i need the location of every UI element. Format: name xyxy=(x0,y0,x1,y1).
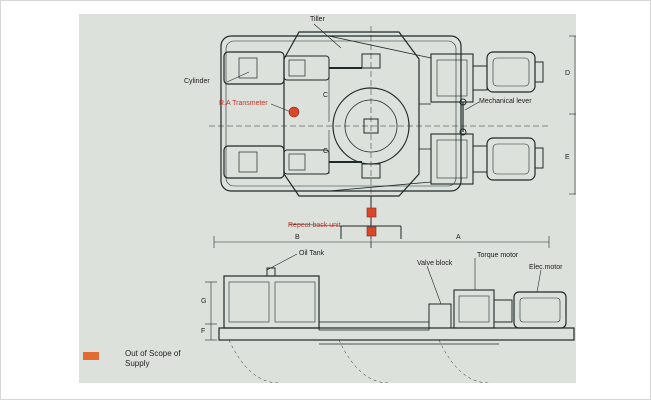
dimension-d: D xyxy=(565,70,571,77)
repeat-back-unit-label: Repeat back unit xyxy=(288,222,341,229)
leader-lines xyxy=(226,23,542,305)
upper-pump-unit xyxy=(430,51,544,103)
elevation-view xyxy=(205,267,575,383)
dimension-b: B xyxy=(295,234,300,241)
out-of-scope-items xyxy=(288,106,377,237)
ra-transmeter-marker xyxy=(288,106,300,118)
torque-motor-label: Torque motor xyxy=(477,252,519,259)
legend-text: Out of Scope of Supply xyxy=(125,349,181,368)
dimension-e: E xyxy=(565,154,570,161)
mechanical-lever-label: Mechanical lever xyxy=(479,98,532,105)
legend-swatch xyxy=(83,352,99,360)
elec-motor-label: Elec.motor xyxy=(529,264,563,271)
ra-transmeter-label: R.A Transmeter xyxy=(219,100,268,107)
steering-gear-drawing xyxy=(205,23,576,383)
tiller-label: Tiller xyxy=(310,16,325,23)
plan-dimensions xyxy=(213,35,576,248)
oil-tank-label: Oil Tank xyxy=(299,250,325,257)
dimension-c-upper: C xyxy=(323,92,329,99)
valve-block-label: Valve block xyxy=(417,260,453,267)
repeat-back-marker-lower xyxy=(366,226,377,237)
lower-cylinder xyxy=(223,145,362,179)
upper-cylinder xyxy=(223,51,362,85)
dimension-g: G xyxy=(201,298,207,305)
dimension-a: A xyxy=(456,234,461,241)
cylinder-label: Cylinder xyxy=(184,78,210,85)
repeat-back-marker-upper xyxy=(366,207,377,218)
dimension-f: F xyxy=(201,328,206,335)
drawing-panel: Tiller Cylinder R.A Transmeter Mechanica… xyxy=(79,14,576,383)
plan-view xyxy=(209,26,549,249)
dimension-c-lower: C xyxy=(323,148,329,155)
lower-pump-unit xyxy=(430,133,544,185)
